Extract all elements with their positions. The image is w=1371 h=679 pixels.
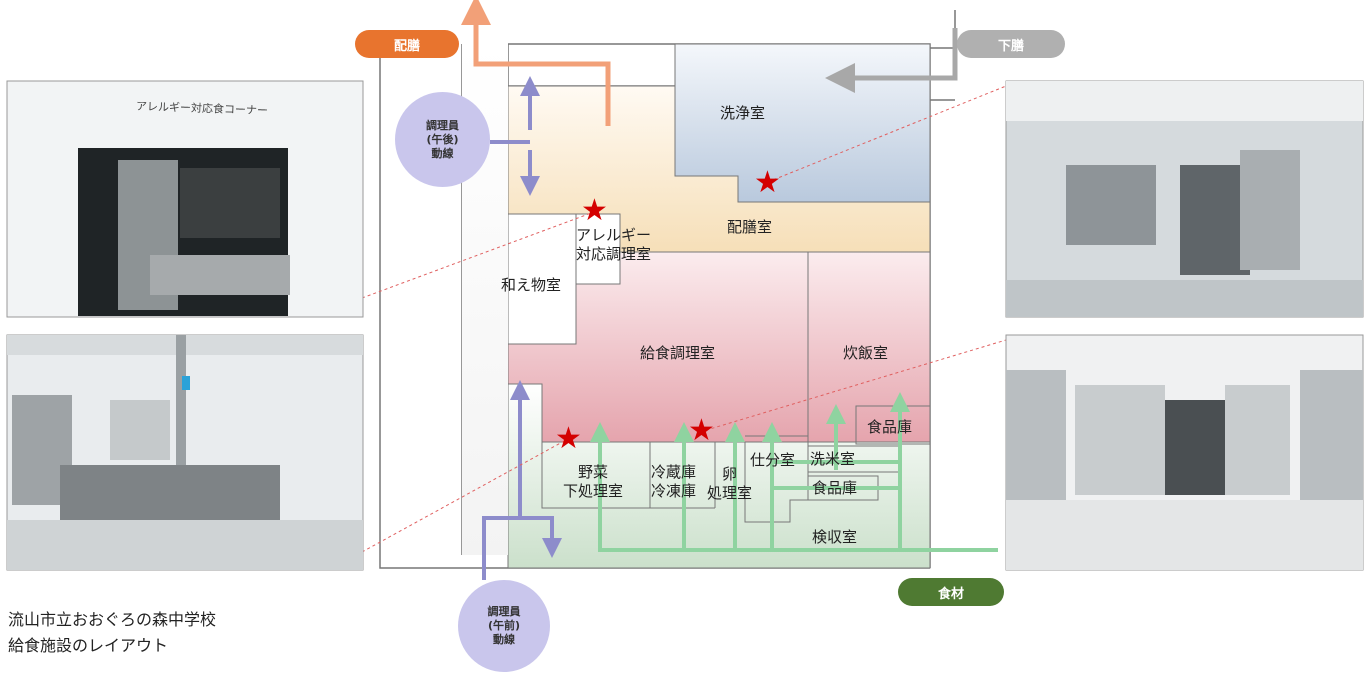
shokuzai-flow <box>590 392 998 552</box>
room-yasai: 野菜 下処理室 <box>563 463 624 500</box>
caption-line-2: 給食施設のレイアウト <box>8 636 169 655</box>
gezen-label: 下膳 <box>957 30 1065 58</box>
staff-afternoon-bubble: 調理員 (午後) 動線 <box>395 92 490 187</box>
room-tamago: 卵 処理室 <box>707 465 753 502</box>
star-marker-yasai: ★ <box>555 421 582 456</box>
staff-morning-bubble: 調理員 (午前) 動線 <box>458 580 550 672</box>
layout-caption: 流山市立おおぐろの森中学校 給食施設のレイアウト <box>8 607 216 659</box>
photo-fridge-room <box>1005 334 1364 571</box>
photo-callout-lines <box>361 85 1007 553</box>
room-shiwake: 仕分室 <box>750 451 796 469</box>
staff-morning-flow <box>482 380 562 580</box>
room-suihan: 炊飯室 <box>843 344 889 362</box>
haizen-label: 配膳 <box>355 30 459 58</box>
shokuzai-label: 食材 <box>898 578 1004 606</box>
room-shokuhin-2: 食品庫 <box>812 479 858 497</box>
haizen-flow-arrow <box>461 0 611 126</box>
room-aemono: 和え物室 <box>501 276 562 294</box>
staff-afternoon-flow <box>490 76 540 196</box>
room-senjo: 洗浄室 <box>720 104 766 122</box>
aemono-room-area <box>507 213 577 345</box>
room-reizo: 冷蔵庫 冷凍庫 <box>651 463 697 500</box>
star-marker-senjo: ★ <box>754 165 781 200</box>
gezen-flow-arrow <box>825 28 958 93</box>
photo-prep-room <box>6 334 364 571</box>
room-haizen: 配膳室 <box>727 218 773 236</box>
photo-allergy-corner <box>6 80 364 318</box>
senjo-room-area <box>674 43 931 203</box>
room-kyushoku: 給食調理室 <box>640 344 716 362</box>
photo-wash-room <box>1005 80 1364 318</box>
room-allergy: アレルギー 対応調理室 <box>576 226 652 263</box>
room-shokuhin-1: 食品庫 <box>867 418 913 436</box>
allergy-room-area <box>575 213 621 285</box>
room-senmai: 洗米室 <box>810 450 856 468</box>
star-marker-reizo: ★ <box>688 413 715 448</box>
room-kenshu: 検収室 <box>812 528 858 546</box>
caption-line-1: 流山市立おおぐろの森中学校 <box>8 610 217 629</box>
star-marker-allergy: ★ <box>581 193 608 228</box>
